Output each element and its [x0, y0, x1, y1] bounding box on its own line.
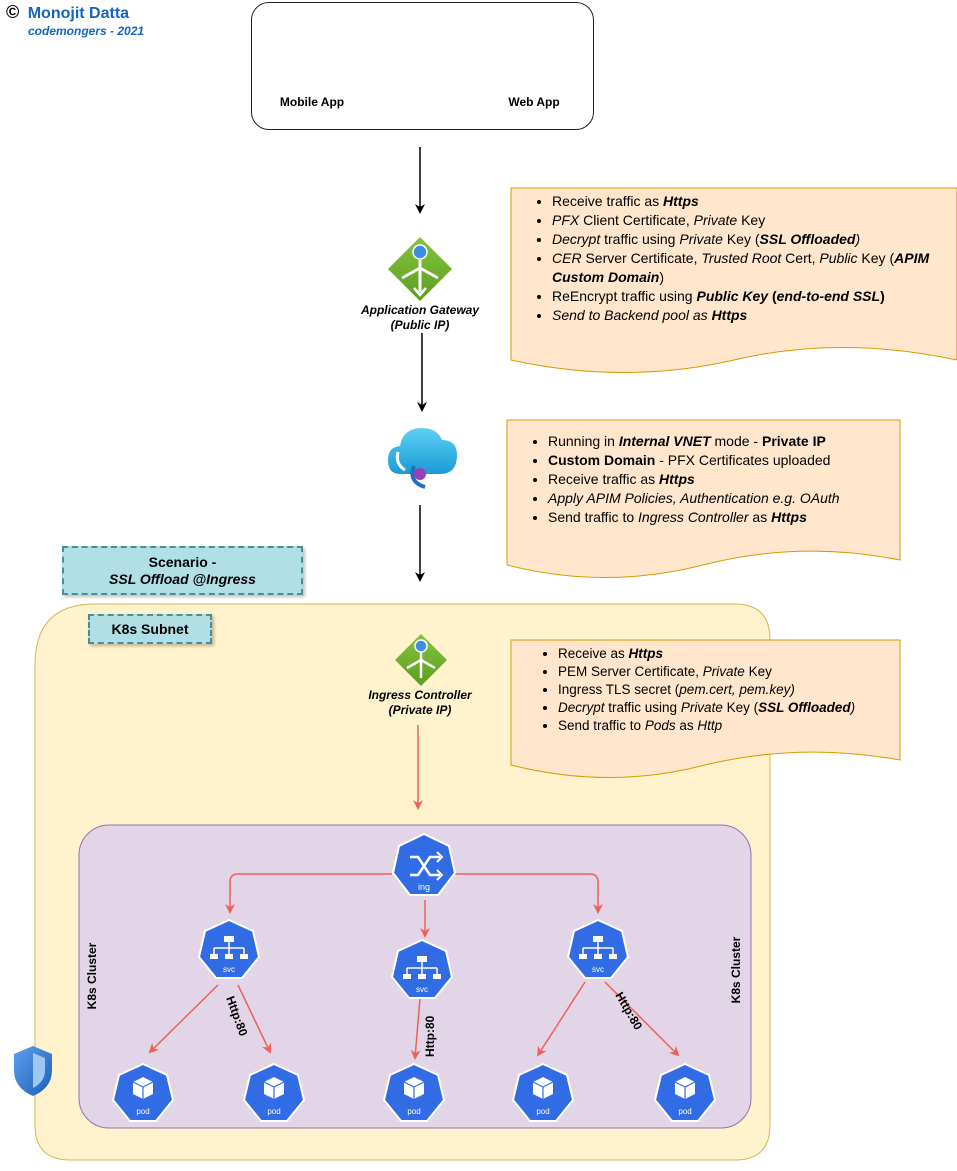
apim-notes-list: Running in Internal VNET mode - Private …: [526, 432, 886, 527]
pod-icon-2: [242, 1062, 306, 1122]
app-gateway-label-line1: Application Gateway: [360, 303, 480, 317]
scenario-box: Scenario - SSL Offload @Ingress: [62, 546, 303, 595]
ingress-label-line2: (Private IP): [388, 703, 452, 717]
cluster-label-left: K8s Cluster: [85, 942, 99, 1009]
k8s-subnet-label: K8s Subnet: [88, 614, 212, 644]
pod-icon-4: [511, 1062, 575, 1122]
note-item: Running in Internal VNET mode - Private …: [548, 432, 886, 451]
ingress-notes-list: Receive as HttpsPEM Server Certificate, …: [536, 645, 896, 735]
copyright-symbol: ©: [6, 2, 20, 22]
arrow-svc-right-to-pod5: [604, 981, 680, 1057]
app-gateway-label: Application Gateway (Public IP): [320, 303, 520, 333]
svc-right-icon: [566, 918, 630, 979]
ingress-label-line1: Ingress Controller: [368, 688, 472, 702]
svc-left-label: svc: [223, 965, 235, 974]
pod-label-2: pod: [267, 1107, 280, 1116]
pod-icon-1: [111, 1062, 175, 1122]
note-item: Custom Domain - PFX Certificates uploade…: [548, 451, 886, 470]
note-item: Ingress TLS secret (pem.cert, pem.key): [558, 681, 896, 699]
note-item: Send traffic to Pods as Http: [558, 717, 896, 735]
note-item: Send traffic to Ingress Controller as Ht…: [548, 508, 886, 527]
http-label-mid: Http:80: [423, 1015, 437, 1057]
apim-note-shape: [506, 419, 901, 578]
arrow-svc-left-to-pod2: [237, 984, 272, 1054]
ing-node-icon: [391, 832, 457, 896]
application-gateway-icon: [388, 237, 452, 301]
note-item: ReEncrypt traffic using Public Key (end-…: [552, 287, 950, 306]
pod-label-3: pod: [407, 1107, 420, 1116]
appgw-note-shape: [510, 187, 957, 373]
arrow-svc-left-to-pod1: [148, 984, 219, 1054]
shield-icon: [14, 1046, 52, 1096]
cluster-label-right: K8s Cluster: [729, 936, 743, 1003]
author-subtitle: codemongers - 2021: [28, 24, 145, 38]
note-item: Send to Backend pool as Https: [552, 306, 950, 325]
arrow-ing-to-svc-right: [455, 873, 603, 914]
svc-mid-label: svc: [416, 985, 428, 994]
apim-notes: Running in Internal VNET mode - Private …: [526, 432, 886, 527]
note-item: Receive traffic as Https: [552, 192, 950, 211]
api-management-icon: [388, 428, 457, 489]
arrow-svc-right-to-pod4: [536, 981, 586, 1057]
scenario-title: Scenario -: [148, 554, 217, 570]
appgw-notes-list: Receive traffic as HttpsPFX Client Certi…: [530, 192, 950, 325]
note-item: PEM Server Certificate, Private Key: [558, 663, 896, 681]
pod-label-1: pod: [136, 1107, 149, 1116]
svc-mid-icon: [390, 938, 454, 999]
clients-box: [251, 2, 594, 130]
arrow-ing-to-svc-left: [225, 873, 392, 914]
arrow-svc-mid-to-pod3: [410, 997, 421, 1060]
note-item: Receive traffic as Https: [548, 470, 886, 489]
app-gateway-label-line2: (Public IP): [390, 318, 450, 332]
ingress-notes: Receive as HttpsPEM Server Certificate, …: [536, 645, 896, 735]
author-name: Monojit Datta: [27, 5, 130, 22]
author-line: © Monojit Datta: [6, 2, 129, 23]
mobile-app-label: Mobile App: [279, 95, 345, 109]
svc-right-label: svc: [592, 965, 604, 974]
note-item: Decrypt traffic using Private Key (SSL O…: [552, 230, 950, 249]
scenario-name: SSL Offload @Ingress: [109, 571, 256, 587]
ingress-note-shape: [510, 639, 901, 778]
pod-icon-3: [382, 1062, 446, 1122]
note-item: Decrypt traffic using Private Key (SSL O…: [558, 699, 896, 717]
pod-icon-5: [653, 1062, 717, 1122]
note-item: Receive as Https: [558, 645, 896, 663]
web-app-label: Web App: [508, 95, 560, 109]
note-item: PFX Client Certificate, Private Key: [552, 211, 950, 230]
note-item: CER Server Certificate, Trusted Root Cer…: [552, 249, 950, 287]
svc-left-icon: [197, 918, 261, 979]
note-item: Apply APIM Policies, Authentication e.g.…: [548, 489, 886, 508]
pod-label-5: pod: [678, 1107, 691, 1116]
appgw-notes: Receive traffic as HttpsPFX Client Certi…: [530, 192, 950, 325]
pod-label-4: pod: [536, 1107, 549, 1116]
ing-label: ing: [418, 882, 430, 892]
ingress-controller-label: Ingress Controller (Private IP): [320, 688, 520, 718]
ingress-controller-icon: [395, 634, 447, 686]
